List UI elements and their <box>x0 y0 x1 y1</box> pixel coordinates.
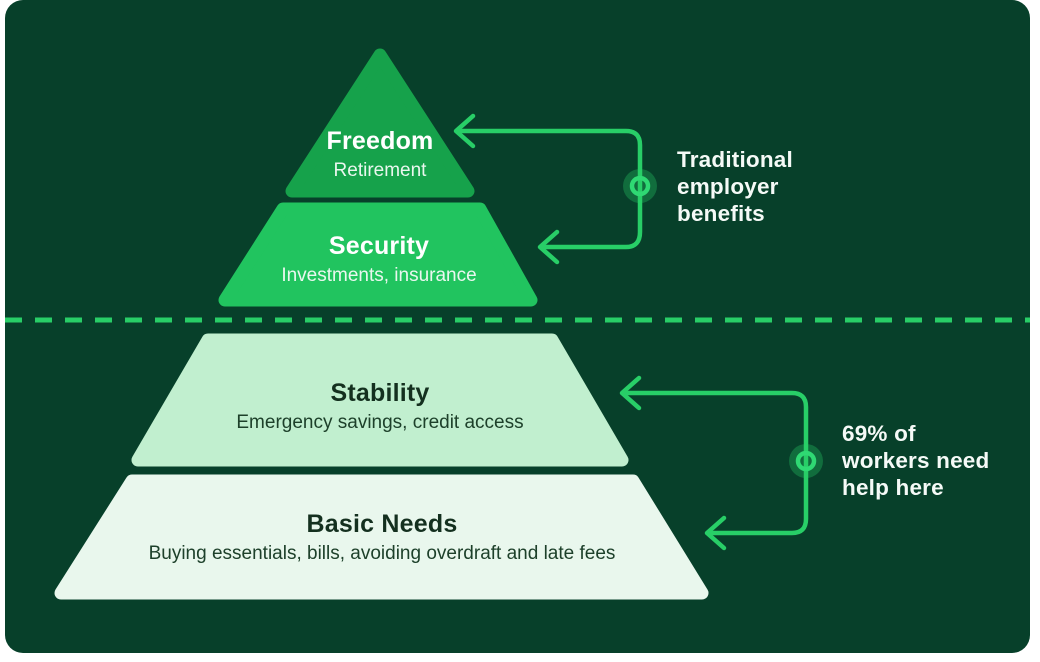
bottom-bracket-line <box>620 390 809 536</box>
top-connector-node-icon <box>629 175 651 197</box>
top-connector-node-disc <box>623 169 657 203</box>
pyramid-level-security-shape <box>218 202 538 307</box>
top-bracket-line <box>454 128 643 250</box>
bottom-bracket-lower-arrow-icon <box>704 515 727 551</box>
top-bracket <box>453 113 643 265</box>
top-bracket-upper-arrow-icon <box>453 113 476 149</box>
pyramid-level-stability-shape <box>131 333 629 467</box>
pyramid-level-freedom-shape <box>285 48 475 198</box>
top-bracket-lower-arrow-icon <box>537 229 560 265</box>
bottom-bracket-upper-arrow-icon <box>619 375 642 411</box>
bottom-connector-node-disc <box>789 444 823 478</box>
bottom-connector-node-icon <box>795 450 817 472</box>
pyramid-level-basic-needs-shape <box>54 474 709 600</box>
bottom-bracket <box>619 375 809 551</box>
